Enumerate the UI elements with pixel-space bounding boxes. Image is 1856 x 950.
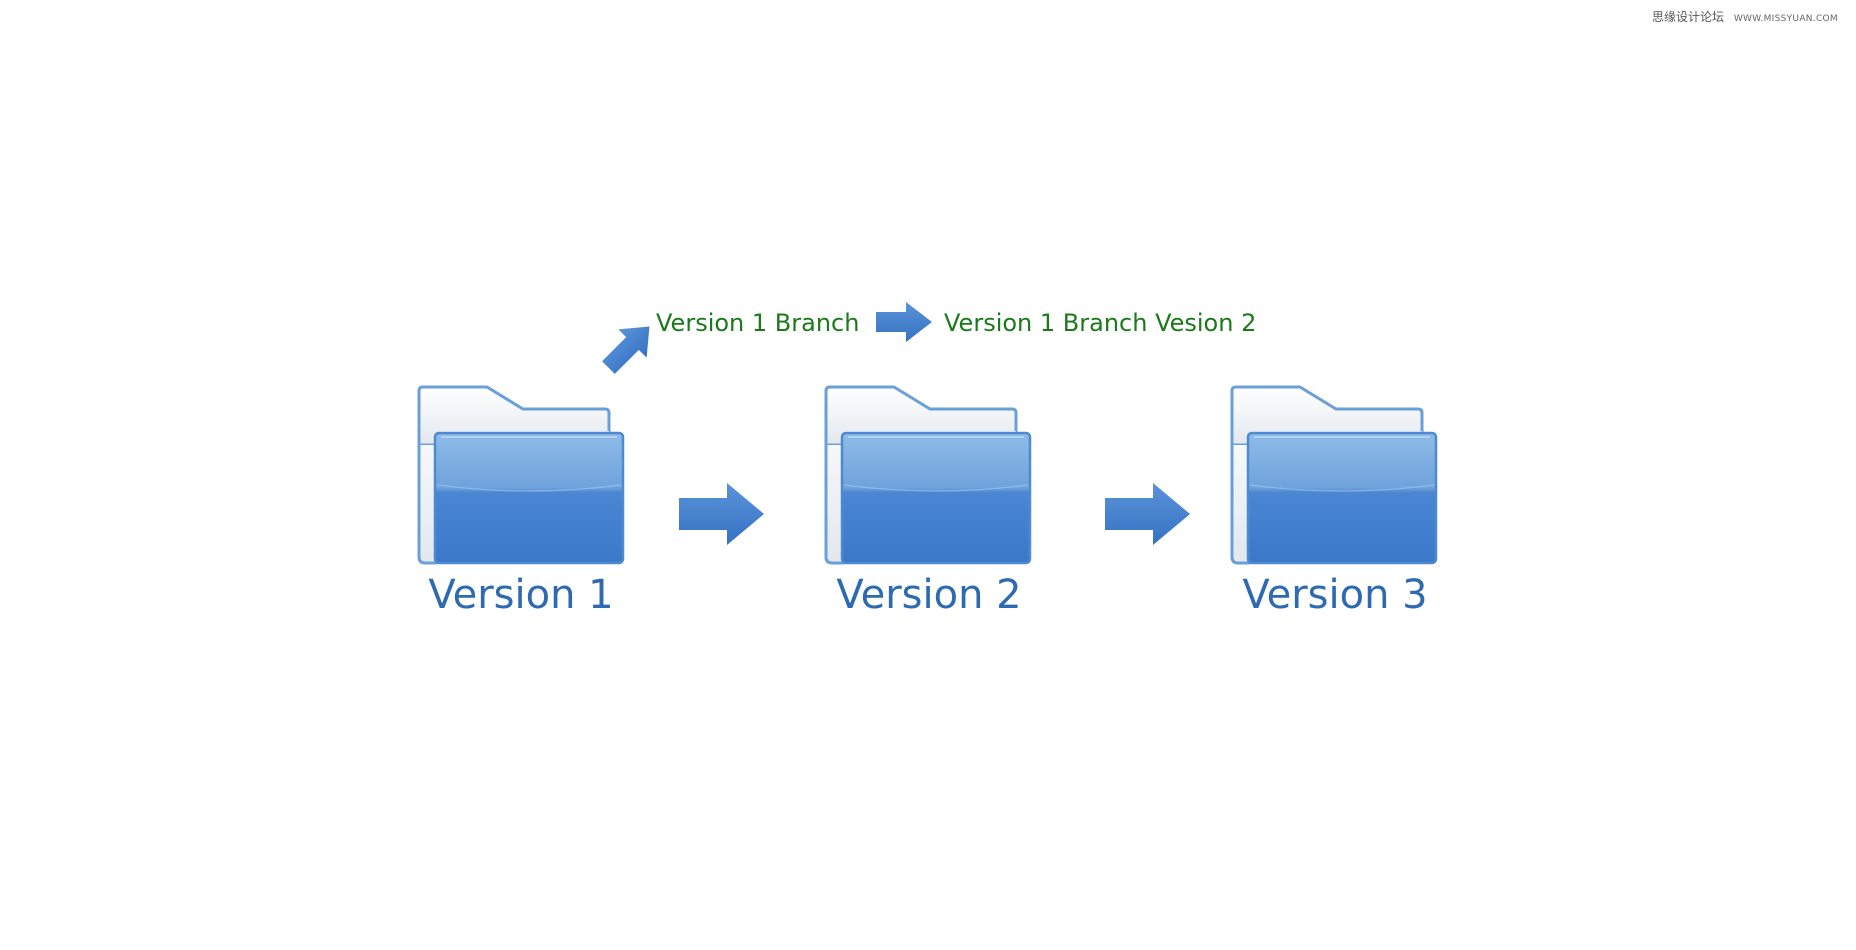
folder-icon — [824, 385, 1032, 565]
folder-icon — [1230, 385, 1438, 565]
arrow-right-icon — [679, 483, 764, 545]
node-label-version-3: Version 3 — [1242, 572, 1427, 618]
node-version-1 — [417, 385, 625, 565]
watermark-url: WWW.MISSYUAN.COM — [1733, 14, 1838, 24]
watermark: 思缘设计论坛 WWW.MISSYUAN.COM — [1652, 8, 1838, 25]
watermark-text: 思缘设计论坛 — [1652, 10, 1725, 24]
folder-icon — [417, 385, 625, 565]
node-version-2 — [824, 385, 1032, 565]
branch-label-version-1-branch-vesion-2: Version 1 Branch Vesion 2 — [944, 309, 1256, 337]
arrow-right-icon — [876, 302, 932, 342]
node-version-3 — [1230, 385, 1438, 565]
node-label-version-1: Version 1 — [428, 572, 613, 618]
arrow-up-right-icon — [602, 326, 650, 374]
node-label-version-2: Version 2 — [836, 572, 1021, 618]
branch-label-version-1-branch: Version 1 Branch — [656, 309, 859, 337]
arrow-right-icon — [1105, 483, 1190, 545]
